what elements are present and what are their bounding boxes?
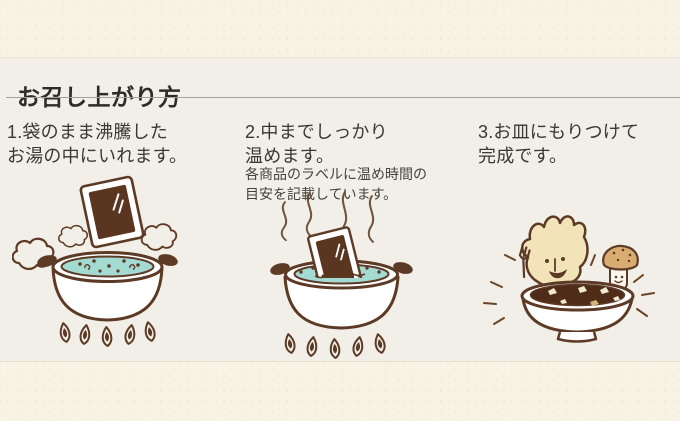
retort-pouch-icon — [79, 175, 145, 249]
curry-bowl-icon — [520, 280, 635, 343]
title-divider — [6, 97, 680, 98]
pot-handles — [37, 254, 178, 267]
step-2-illustration pouch-heating-in-pot-icon — [270, 190, 413, 359]
mushroom-character-icon — [602, 244, 639, 292]
chef-character-icon — [521, 215, 589, 288]
steam-lines-icon — [280, 190, 375, 245]
retort-pouch-in-water-icon — [307, 226, 363, 278]
step-3-text: 3.お皿にもりつけて 完成です。 — [478, 122, 640, 166]
mushroom-cap — [602, 244, 639, 271]
character-face — [545, 257, 567, 279]
pot-body — [283, 275, 400, 330]
sparkle-lines — [483, 254, 655, 325]
bowl-foot — [556, 331, 598, 343]
water-bubbles — [78, 259, 140, 273]
mushroom-cap-speckles — [612, 248, 632, 263]
curry-chunks — [548, 286, 620, 306]
step-1-text: 1.袋のまま沸騰した お湯の中にいれます。 — [7, 122, 188, 166]
curry-surface — [529, 283, 626, 307]
mushroom-face — [614, 275, 624, 284]
water-bubbles — [299, 266, 381, 279]
flame-icons — [284, 333, 386, 359]
step-3-illustration curry-bowl-with-characters-icon — [483, 215, 655, 343]
step-2-text: 2.中までしっかり 温めます。 — [245, 122, 388, 166]
page-title: お召し上がり方 — [17, 84, 182, 111]
step-1-illustration pouch-into-boiling-pot-icon — [12, 175, 178, 347]
fork-icon — [518, 246, 531, 279]
flame-icons — [59, 321, 156, 347]
step-2-note: 各商品のラベルに温め時間の 目安を記載しています。 — [245, 166, 427, 202]
